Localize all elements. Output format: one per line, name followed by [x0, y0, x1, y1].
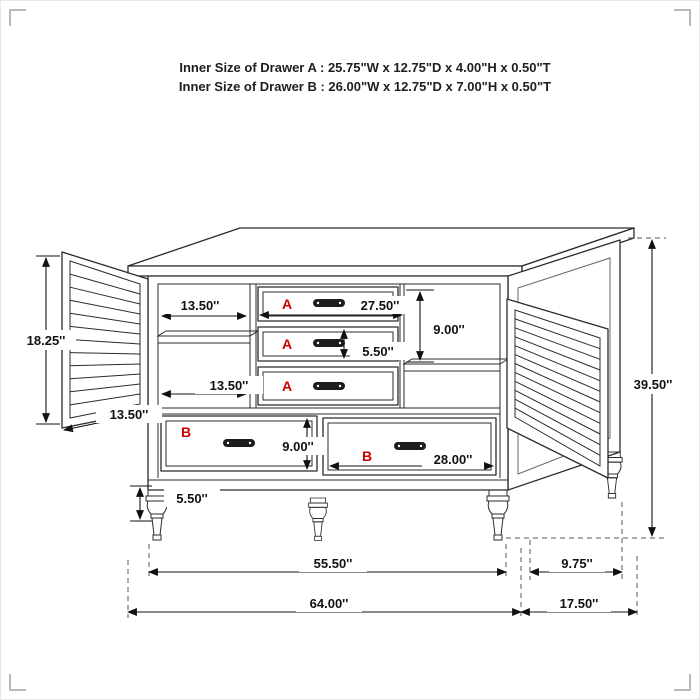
middle-back-leg	[308, 497, 328, 541]
dim-width-between-legs: 55.50''	[314, 556, 353, 571]
dim-leg-height: 5.50''	[176, 491, 207, 506]
drawer-b1-label: B	[181, 424, 191, 440]
drawer-a-inner-size-text: Inner Size of Drawer A : 25.75"W x 12.75…	[179, 60, 550, 75]
dim-drawer-a-front-height: 5.50''	[362, 344, 393, 359]
dim-shelf-width-top: 13.50''	[181, 298, 220, 313]
drawer-letter-labels: A A A B B	[181, 296, 372, 464]
dim-shelf-width-bottom: 13.50''	[210, 378, 249, 393]
dresser-drawing	[61, 227, 635, 541]
corner-crop-marks	[9, 9, 691, 691]
dim-total-depth: 17.50''	[560, 596, 599, 611]
dim-right-opening-height: 9.00''	[433, 322, 464, 337]
right-door	[506, 298, 609, 479]
dim-drawer-a-width: 27.50''	[361, 298, 400, 313]
drawer-a1-label: A	[282, 296, 292, 312]
right-door-louver-slats	[514, 318, 601, 456]
drawer-b1-handle	[223, 439, 255, 447]
drawer-a3	[257, 366, 399, 406]
drawer-b2-handle	[394, 442, 426, 450]
drawer-a2-label: A	[282, 336, 292, 352]
dim-drawer-b-width: 28.00''	[434, 452, 473, 467]
drawer-b2-label: B	[362, 448, 372, 464]
dim-total-height: 39.50''	[634, 377, 673, 392]
left-door-louver-slats	[69, 273, 141, 406]
drawer-a3-handle	[313, 382, 345, 390]
front-right-leg	[486, 489, 510, 541]
dim-total-width: 64.00''	[310, 596, 349, 611]
dim-drawer-b-height: 9.00''	[282, 439, 313, 454]
dim-door-width: 13.50''	[110, 407, 149, 422]
drawer-a1-handle	[313, 299, 345, 307]
left-door	[61, 251, 149, 429]
dim-side-leg-offset: 9.75''	[561, 556, 592, 571]
dimension-labels: 18.25'' 13.50'' 13.50'' 13.50'' 27.50'' …	[16, 296, 685, 612]
header: Inner Size of Drawer A : 25.75"W x 12.75…	[179, 60, 551, 94]
drawer-a3-label: A	[282, 378, 292, 394]
dim-door-height: 18.25''	[27, 333, 66, 348]
drawer-a2-handle	[313, 339, 345, 347]
drawer-b-inner-size-text: Inner Size of Drawer B : 26.00"W x 12.75…	[179, 79, 551, 94]
